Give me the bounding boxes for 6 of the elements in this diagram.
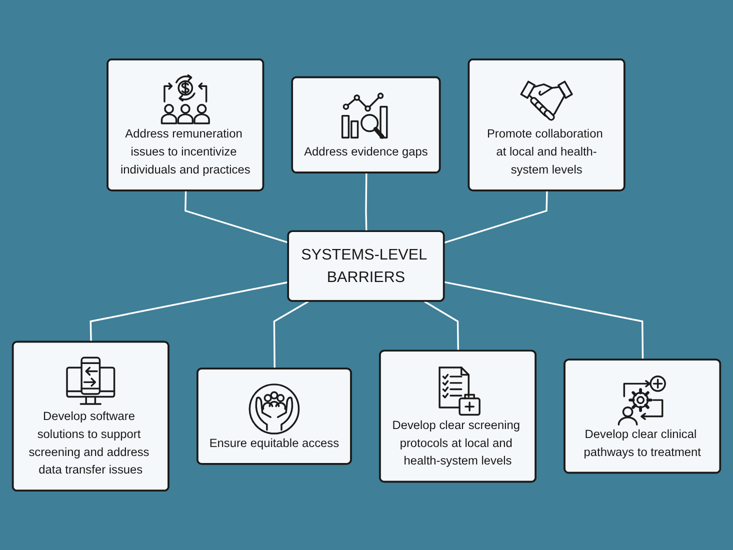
connector xyxy=(444,281,644,360)
connector xyxy=(273,300,309,369)
connector xyxy=(444,190,548,244)
connector xyxy=(90,281,289,342)
connector xyxy=(365,172,368,232)
connector xyxy=(184,190,289,244)
